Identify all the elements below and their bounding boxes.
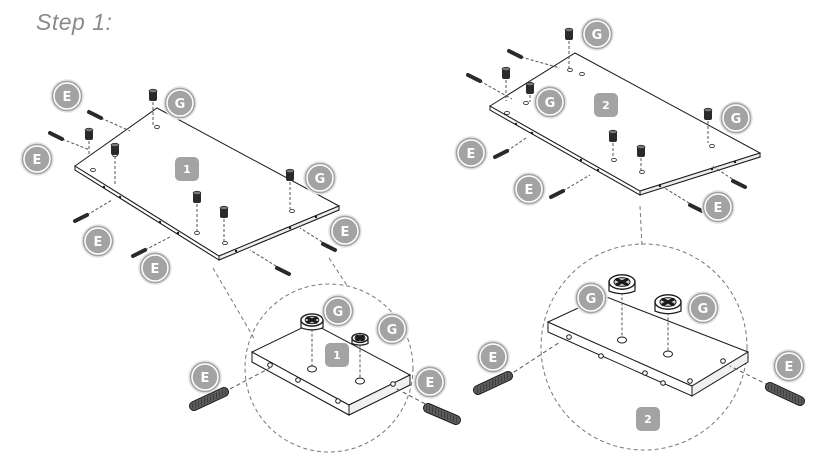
dowel-icon: [711, 165, 747, 189]
cam-lock-label-badge-text: G: [592, 28, 603, 43]
cam-lock-icon: [219, 205, 229, 241]
cam-lock-icon: [564, 27, 574, 69]
dowel-label-badge: E: [81, 224, 115, 258]
cam-lock-label-badge: G: [303, 161, 337, 195]
dowel-label-badge: E: [413, 365, 447, 399]
cam-lock-icon: [636, 144, 646, 170]
cam-lock-label-badge-text: G: [387, 323, 398, 338]
cam-lock-icon: [525, 81, 535, 102]
cam-lock-label-badge: G: [375, 312, 409, 346]
cam-lock-label-badge: G: [533, 85, 567, 119]
dowel-icon: [493, 137, 527, 159]
cam-lock-label-badge-text: G: [698, 302, 709, 317]
cam-lock-label-badge: G: [580, 17, 614, 51]
dowel-label-badge-text: E: [201, 371, 210, 386]
cam-lock-label-badge: G: [321, 294, 355, 328]
cam-lock-icon: [110, 142, 120, 186]
cam-lock-icon: [654, 294, 682, 352]
cam-lock-icon: [84, 127, 94, 154]
dowel-icon: [662, 186, 704, 213]
dowel-label-badge-text: E: [467, 147, 476, 162]
dowel-icon: [473, 341, 561, 395]
dowel-label-badge-text: E: [714, 201, 723, 216]
cam-lock-label-badge-text: G: [333, 305, 344, 320]
detail-callout-2: [540, 205, 748, 451]
dowel-label-badge: E: [476, 340, 510, 374]
dowel-icon: [549, 174, 591, 199]
panel-number-badge-text: 1: [183, 163, 191, 176]
cam-lock-icon: [608, 274, 636, 337]
panel-number-badge-text: 2: [644, 413, 652, 426]
cam-lock-icon: [285, 168, 295, 209]
dowel-icon: [73, 199, 113, 223]
detail-callout-1: [212, 257, 414, 453]
panel-number-badge: 1: [325, 343, 349, 367]
dowel-label-badge: E: [20, 142, 54, 176]
cam-lock-label-badge: G: [574, 281, 608, 315]
cam-lock-label-badge-text: G: [315, 172, 326, 187]
cam-lock-icon: [300, 313, 324, 366]
cam-lock-label-badge-text: G: [731, 112, 742, 127]
panel-number-badge: 2: [594, 93, 618, 117]
dowel-label-badge-text: E: [94, 235, 103, 250]
dowel-label-badge: E: [138, 251, 172, 285]
dowel-icon: [131, 236, 171, 258]
dowel-icon: [48, 131, 91, 151]
dowel-icon: [189, 367, 271, 411]
cam-lock-label-badge: G: [163, 86, 197, 120]
panel-number-badge: 2: [636, 407, 660, 431]
dowel-label-badge: E: [701, 190, 735, 224]
dowel-icon: [87, 110, 131, 132]
dowel-group: [48, 49, 805, 425]
label-badge-group: E E E E E E E E E E E E G G G G G G G G G 1 2 1 2: [20, 17, 806, 431]
dowel-label-badge-text: E: [63, 90, 72, 105]
dowel-label-badge: E: [772, 349, 806, 383]
cam-lock-label-badge: G: [719, 101, 753, 135]
dowel-icon: [466, 73, 513, 100]
dowel-label-badge-text: E: [426, 376, 435, 391]
cam-lock-label-badge-text: G: [545, 96, 556, 111]
cam-lock-icon: [192, 190, 202, 231]
detail-board-2: [546, 295, 750, 397]
dowel-icon: [507, 49, 561, 69]
dowel-label-badge-text: E: [525, 183, 534, 198]
cam-lock-icon: [703, 107, 713, 143]
dowel-label-badge-text: E: [341, 225, 350, 240]
cam-lock-icon: [148, 88, 158, 126]
dowel-icon: [729, 365, 805, 406]
cam-lock-label-badge-text: G: [175, 97, 186, 112]
cam-lock-label-badge: G: [686, 291, 720, 325]
dowel-label-badge-text: E: [33, 153, 42, 168]
cam-lock-icon: [351, 332, 369, 378]
dowel-label-badge: E: [328, 214, 362, 248]
cam-lock-icon: [608, 129, 618, 158]
dowel-icon: [394, 387, 461, 425]
cam-lock-group: [84, 27, 713, 378]
dowel-label-badge-text: E: [151, 262, 160, 277]
panel-1-board: [74, 107, 341, 261]
dowel-icon: [249, 249, 291, 276]
dowel-label-badge-text: E: [785, 360, 794, 375]
panel-number-badge: 1: [175, 157, 199, 181]
dowel-label-badge: E: [512, 172, 546, 206]
cam-lock-icon: [501, 66, 511, 101]
dowel-label-badge: E: [50, 79, 84, 113]
dowel-label-badge-text: E: [489, 351, 498, 366]
dowel-label-badge: E: [454, 136, 488, 170]
step-title: Step 1:: [36, 9, 113, 35]
dowel-label-badge: E: [188, 360, 222, 394]
cam-lock-label-badge-text: G: [586, 292, 597, 307]
dowel-icon: [299, 227, 337, 252]
panel-number-badge-text: 2: [602, 99, 610, 112]
panel-number-badge-text: 1: [333, 349, 341, 362]
